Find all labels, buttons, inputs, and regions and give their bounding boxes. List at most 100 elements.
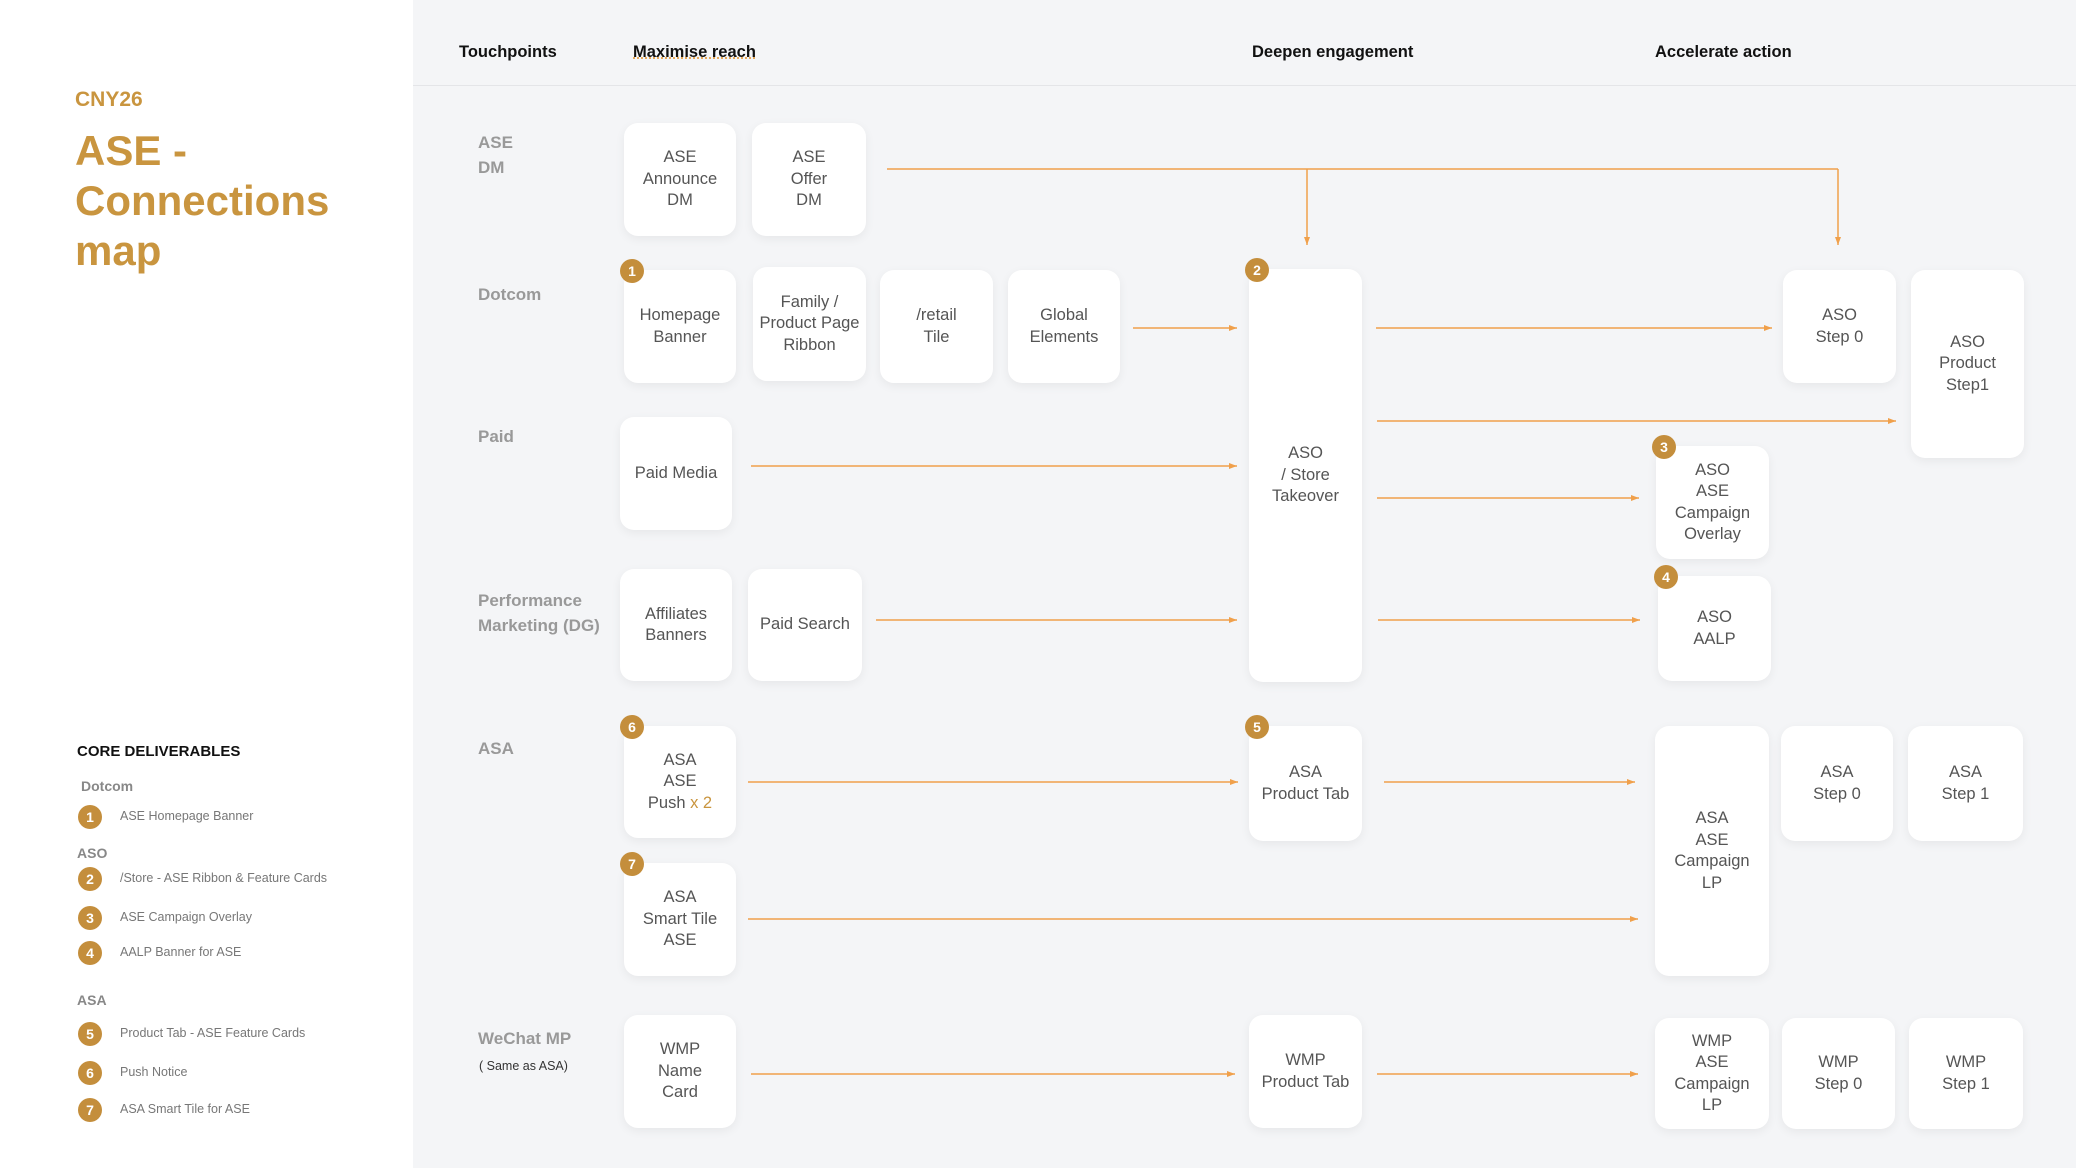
diagram-card: Paid Search [748, 569, 862, 681]
row-label-wechat: WeChat MP [478, 1029, 572, 1048]
diagram-card: ASA ASE Push x 2 [624, 726, 736, 838]
number-badge: 7 [620, 852, 644, 876]
card-label: WMP Step 0 [1814, 1053, 1863, 1093]
arrowhead-icon [1630, 916, 1638, 922]
page-title: ASE - Connections map [75, 127, 330, 274]
header-accelerate-action: Accelerate action [1655, 43, 1792, 61]
card-label: ASA Step 1 [1941, 763, 1990, 803]
diagram-card: WMP Name Card [624, 1015, 736, 1128]
diagram-card: ASA Smart Tile ASE [624, 863, 736, 976]
card-label: ASO / Store Takeover [1272, 444, 1339, 506]
card-label: Paid Search [760, 615, 850, 634]
legend-item-text: AALP Banner for ASE [120, 945, 242, 959]
arrowhead-icon [1627, 779, 1635, 785]
card-label: ASA Product Tab [1261, 763, 1350, 803]
card-label: ASA ASE Campaign LP [1674, 809, 1750, 892]
diagram-card: /retail Tile [880, 270, 993, 383]
header-deepen-engagement: Deepen engagement [1252, 43, 1414, 61]
legend-item-text: ASE Campaign Overlay [120, 910, 253, 924]
card-highlight: x 2 [690, 793, 713, 812]
diagram-card: ASE Offer DM [752, 123, 866, 236]
card-label: ASA Step 0 [1813, 763, 1861, 803]
card-label: ASO Product Step1 [1939, 332, 1996, 394]
card-label: WMP Name Card [657, 1040, 702, 1102]
row-label-asa: ASA [478, 739, 514, 758]
diagram-card: ASO Product Step1 [1911, 270, 2024, 458]
number-badge: 6 [620, 715, 644, 739]
arrowhead-icon [1229, 325, 1237, 331]
card-label: ASE Offer DM [790, 148, 828, 210]
legend-item-text: ASE Homepage Banner [120, 809, 254, 823]
number-badge: 3 [1652, 435, 1676, 459]
legend-badge: 1 [78, 805, 102, 829]
arrowhead-icon [1229, 463, 1237, 469]
wechat-note: ( Same as ASA) [479, 1059, 568, 1073]
number-badge: 4 [1654, 565, 1678, 589]
legend-group-label: ASO [77, 845, 108, 861]
diagram-card: Homepage Banner [624, 270, 736, 383]
legend-badge: 3 [78, 906, 102, 930]
diagram-card: WMP ASE Campaign LP [1655, 1018, 1769, 1129]
header-touchpoints: Touchpoints [459, 43, 557, 61]
row-label-dotcom: Dotcom [478, 285, 542, 304]
card-label: ASA ASE Push [647, 750, 697, 812]
diagram-card: ASA Step 0 [1781, 726, 1893, 841]
legend-title: CORE DELIVERABLES [77, 743, 241, 760]
arrowhead-icon [1227, 1071, 1235, 1077]
diagram-card: WMP Step 0 [1782, 1018, 1895, 1129]
arrowhead-icon [1632, 617, 1640, 623]
diagram-card: Family / Product Page Ribbon [753, 267, 866, 381]
number-badge: 5 [1245, 715, 1269, 739]
diagram-card: ASA Step 1 [1908, 726, 2023, 841]
diagram-card: ASO Step 0 [1783, 270, 1896, 383]
arrowhead-icon [1230, 779, 1238, 785]
eyebrow: CNY26 [75, 88, 143, 111]
card-label: Homepage Banner [639, 306, 721, 346]
legend-item-text: Push Notice [120, 1065, 188, 1079]
card-label: Affiliates Banners [644, 604, 708, 645]
header-divider [413, 85, 2076, 86]
arrowhead-icon [1631, 495, 1639, 501]
legend-item-text: Product Tab - ASE Feature Cards [120, 1026, 306, 1040]
legend-badge: 2 [78, 867, 102, 891]
card-label: ASO AALP [1693, 608, 1736, 648]
arrowhead-icon [1835, 237, 1841, 245]
legend-badge: 5 [78, 1022, 102, 1046]
card-label: Family / Product Page Ribbon [759, 292, 860, 354]
number-badge: 2 [1245, 258, 1269, 282]
card-label: WMP ASE Campaign LP [1674, 1031, 1750, 1115]
diagram-card: ASA Product Tab [1249, 726, 1362, 841]
diagram-card: Paid Media [620, 417, 732, 530]
diagram-card: ASO ASE Campaign Overlay [1656, 446, 1769, 559]
diagram-card: ASO / Store Takeover [1249, 269, 1362, 682]
arrowhead-icon [1630, 1071, 1638, 1077]
card-label: ASO Step 0 [1815, 306, 1864, 346]
legend-badge: 4 [78, 941, 102, 965]
arrowhead-icon [1304, 237, 1310, 245]
card-label: Paid Media [634, 463, 718, 482]
diagram-card: WMP Step 1 [1909, 1018, 2023, 1129]
arrowhead-icon [1229, 617, 1237, 623]
card-label: WMP Product Tab [1261, 1051, 1350, 1091]
card-label: ASE Announce DM [642, 148, 718, 210]
diagram-card: Affiliates Banners [620, 569, 732, 681]
row-label-paid: Paid [478, 427, 514, 446]
card-label: Global Elements [1029, 306, 1099, 346]
legend-item-text: ASA Smart Tile for ASE [120, 1102, 250, 1116]
diagram-card: ASE Announce DM [624, 123, 736, 236]
legend-group-label: ASA [77, 992, 107, 1008]
legend-badge: 6 [78, 1061, 102, 1085]
row-label-performance: Performance Marketing (DG) [478, 591, 600, 635]
header-maximise-reach: Maximise reach [633, 43, 756, 61]
legend-badge: 7 [78, 1098, 102, 1122]
diagram-card: ASA ASE Campaign LP [1655, 726, 1769, 976]
card-label: ASA Smart Tile ASE [642, 888, 718, 950]
card-label: ASO ASE Campaign Overlay [1674, 460, 1751, 544]
row-label-ase-dm: ASE DM [478, 133, 513, 177]
card-label: WMP Step 1 [1942, 1053, 1990, 1093]
legend-item-text: /Store - ASE Ribbon & Feature Cards [120, 871, 328, 885]
card-label: /retail Tile [916, 306, 957, 346]
diagram-card: Global Elements [1008, 270, 1120, 383]
legend-group-label: Dotcom [81, 778, 134, 794]
